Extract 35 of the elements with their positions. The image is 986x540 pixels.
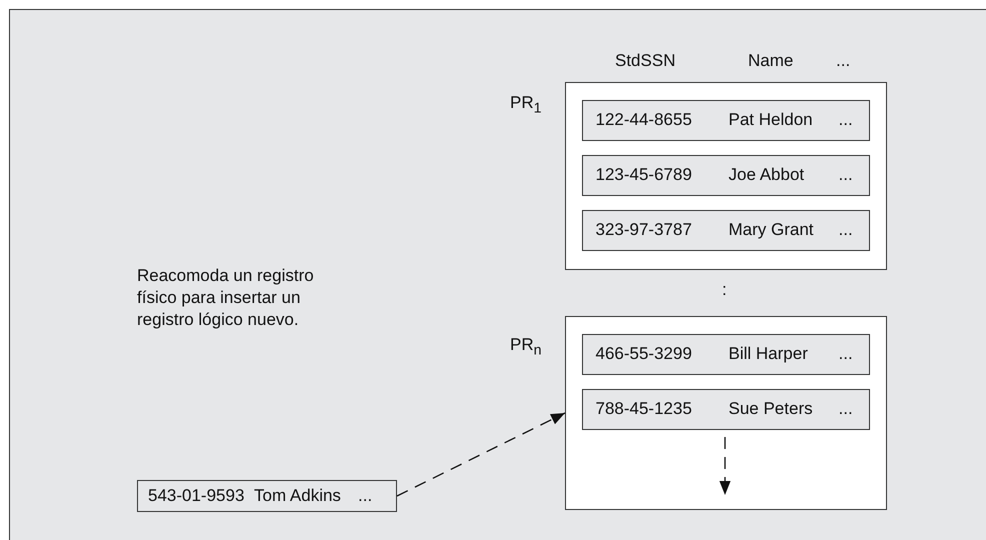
name-text: Tom Adkins xyxy=(254,486,342,506)
dashed-arrow xyxy=(396,412,566,497)
ssn-text: 323-97-3787 xyxy=(596,220,693,240)
vertical-ellipsis: : xyxy=(722,279,727,301)
ssn-text: 123-45-6789 xyxy=(596,165,693,185)
ellipsis-text: ... xyxy=(838,344,854,364)
record-box xyxy=(582,388,870,430)
column-header: StdSSN xyxy=(615,50,676,72)
record-box xyxy=(582,100,870,140)
name-text: Pat Heldon xyxy=(728,110,814,130)
ssn-text: 543-01-9593 xyxy=(148,486,246,506)
name-text: Mary Grant xyxy=(728,220,815,240)
page-block xyxy=(565,316,887,510)
column-header: Name xyxy=(748,50,794,72)
block-label: PR$_{n}$ xyxy=(510,334,542,360)
name-text: Sue Peters xyxy=(728,399,814,419)
name-text: Bill Harper xyxy=(728,344,809,364)
ssn-text: 466-55-3299 xyxy=(596,344,693,364)
ssn-text: 122-44-8655 xyxy=(596,110,693,130)
name-text: Joe Abbot xyxy=(728,165,806,185)
record-box xyxy=(582,334,870,374)
note-text: Reacomoda un registro físico para insertar un registro lógico nuevo. xyxy=(137,265,315,332)
ellipsis-text: ... xyxy=(838,220,854,240)
record-box xyxy=(582,154,870,196)
record-box xyxy=(137,480,397,512)
record-box xyxy=(582,210,870,250)
ellipsis-text: ... xyxy=(358,486,374,506)
ssn-text: 788-45-1235 xyxy=(596,399,693,419)
column-header: ... xyxy=(836,50,850,72)
page-block xyxy=(565,82,887,270)
dashed-arrow xyxy=(719,437,731,495)
ellipsis-text: ... xyxy=(838,165,854,185)
ellipsis-text: ... xyxy=(838,399,854,419)
block-label: PR$_{1}$ xyxy=(510,92,542,118)
ellipsis-text: ... xyxy=(838,110,854,130)
